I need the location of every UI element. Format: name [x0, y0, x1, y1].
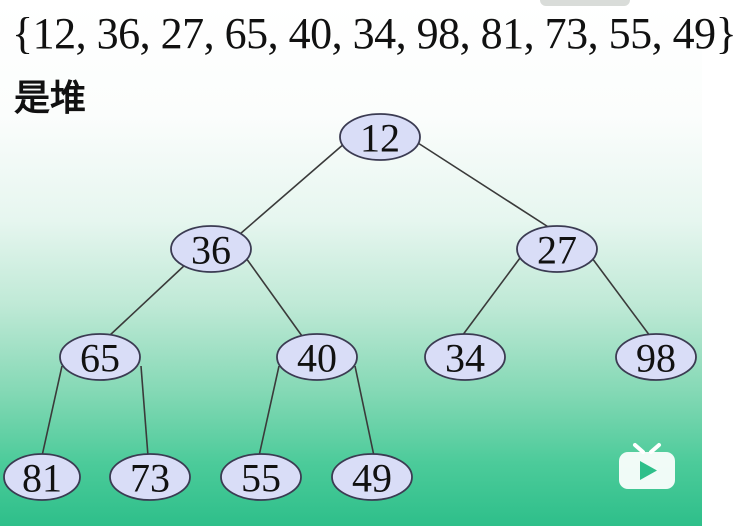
tree-node-ellipse — [615, 333, 697, 381]
tree-node-49: 49 — [331, 453, 413, 501]
tree-edge-n4-n10 — [354, 365, 375, 457]
tree-edge-n2-n6 — [591, 257, 651, 337]
tree-node-36: 36 — [170, 225, 252, 273]
tree-node-73: 73 — [109, 453, 191, 501]
tree-node-34: 34 — [424, 333, 506, 381]
tree-node-ellipse — [424, 333, 506, 381]
tree-node-label: 34 — [445, 336, 485, 381]
tree-node-ellipse — [109, 453, 191, 501]
tree-node-40: 40 — [276, 333, 358, 381]
tree-edges — [41, 142, 651, 457]
tree-edge-n1-n4 — [245, 257, 303, 337]
tree-node-label: 27 — [537, 228, 577, 273]
tree-node-label: 98 — [636, 336, 676, 381]
tree-node-ellipse — [170, 225, 252, 273]
tree-node-ellipse — [59, 333, 141, 381]
tree-node-label: 36 — [191, 228, 231, 273]
tree-edge-n2-n5 — [461, 257, 521, 337]
tree-node-81: 81 — [3, 453, 81, 501]
tree-node-ellipse — [276, 333, 358, 381]
tree-node-label: 40 — [297, 336, 337, 381]
tree-node-label: 49 — [352, 456, 392, 501]
tree-node-label: 12 — [360, 116, 400, 161]
tree-node-label: 55 — [241, 456, 281, 501]
tree-node-65: 65 — [59, 333, 141, 381]
tree-edge-n0-n2 — [417, 142, 554, 231]
tree-node-ellipse — [331, 453, 413, 501]
tree-node-55: 55 — [220, 453, 302, 501]
tree-node-27: 27 — [516, 225, 598, 273]
tree-edge-n4-n9 — [258, 365, 280, 457]
tree-node-12: 12 — [339, 113, 421, 161]
tree-edge-n1-n3 — [108, 263, 187, 337]
heap-tree-diagram: 12 36 27 65 40 34 98 81 73 55 49 — [3, 113, 697, 501]
tree-node-98: 98 — [615, 333, 697, 381]
tree-node-ellipse — [3, 453, 81, 501]
tree-edge-n3-n7 — [41, 365, 63, 457]
tree-nodes: 12 36 27 65 40 34 98 81 73 55 49 — [3, 113, 697, 501]
bilibili-tv-icon[interactable] — [617, 441, 677, 491]
tree-node-label: 81 — [22, 456, 62, 501]
tree-node-ellipse — [220, 453, 302, 501]
top-overlay-bar — [540, 0, 630, 6]
tree-edge-n0-n1 — [239, 142, 346, 235]
tree-node-label: 65 — [80, 336, 120, 381]
heap-caption: 是堆 — [14, 77, 87, 119]
tree-node-ellipse — [339, 113, 421, 161]
tree-edge-n3-n8 — [140, 365, 149, 457]
tree-node-label: 73 — [130, 456, 170, 501]
heap-sequence: {12, 36, 27, 65, 40, 34, 98, 81, 73, 55,… — [12, 9, 736, 58]
tree-node-ellipse — [516, 225, 598, 273]
